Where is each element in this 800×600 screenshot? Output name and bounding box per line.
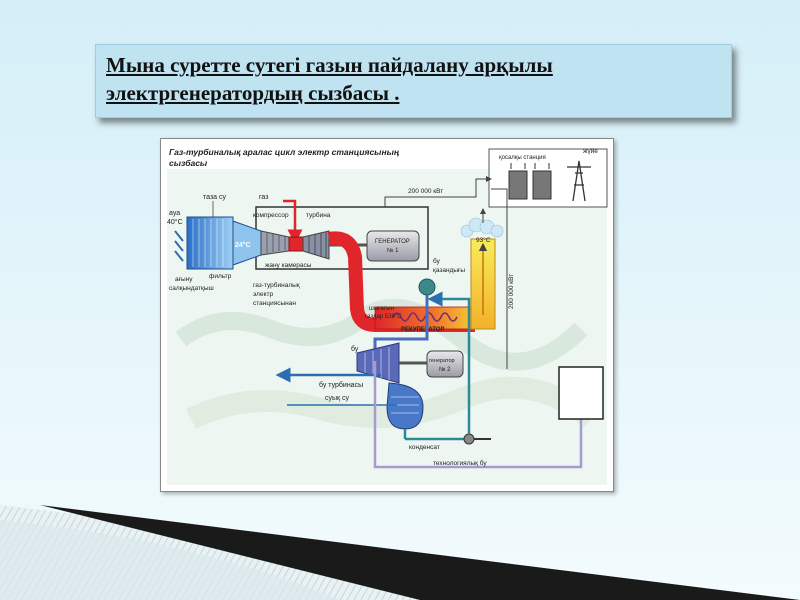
label-gaz: газ (259, 194, 268, 201)
label-kosalky: қосалқы станция (499, 155, 546, 161)
label-regenerator: РЕКУПЕРАТОР (401, 327, 445, 333)
label-generator-1: ГЕНЕРАТОР (375, 239, 410, 245)
power-line-2 (491, 188, 508, 369)
steam-cloud-icon (460, 217, 504, 238)
condenser-icon (386, 382, 424, 430)
label-juie: жүйе (583, 147, 598, 155)
label-aua-temp: 40°C (167, 218, 183, 226)
label-aua: ауа (169, 210, 180, 217)
diagram-heading-line-2: сызбасы (169, 158, 208, 168)
label-generator-2-no: № 2 (439, 366, 451, 373)
label-generator-1-no: № 1 (387, 247, 399, 254)
recuperator-coil (392, 312, 458, 322)
label-gtes-3: станциясынан (253, 300, 296, 307)
label-generator-2: генератор (429, 358, 455, 364)
label-bu-turbinasy: бу турбинасы (319, 381, 363, 389)
steam-turbine-icon (356, 342, 400, 384)
label-janu-kamerasy: жану камерасы (265, 262, 312, 269)
label-bu-top: бу (433, 257, 441, 265)
label-power-right: 200 000 кВт (508, 274, 515, 309)
transformer-2 (532, 170, 552, 200)
label-power-top: 200 000 кВт (408, 188, 443, 195)
feed-water-line (427, 291, 471, 434)
label-gtes-1: газ-турбиналық (253, 281, 300, 289)
generator-1 (366, 230, 420, 262)
label-filtr: фильтр (209, 273, 232, 280)
label-salkyndatkysh: салқындатқыш (169, 285, 214, 292)
generator-2 (426, 350, 464, 378)
label-gtes-2: электр (253, 291, 273, 298)
label-tekhnologiyalyk-bu: технологиялық бу (433, 459, 487, 467)
label-temp-24: 24°C (235, 241, 251, 249)
label-bu: бу (351, 345, 359, 353)
power-plant-diagram: Газ-турбиналық аралас цикл электр станци… (160, 138, 614, 492)
label-gazdar-1: шығатын (369, 306, 394, 312)
slide-title-box: Мына суретте сутегі газын пайдалану арқы… (95, 44, 732, 118)
pylon-icon (567, 160, 591, 202)
label-taza-su: таза су (203, 194, 226, 201)
diagram-heading-line-1: Газ-турбиналық аралас цикл электр станци… (169, 147, 399, 157)
gas-inlet-pipe (283, 199, 303, 245)
label-agyny: ағыну (175, 276, 193, 283)
diagram-canvas: Газ-турбиналық аралас цикл электр станци… (167, 147, 608, 485)
slide-title-line-2: электргенератордың сызбасы . (106, 81, 400, 105)
combustion-chamber (288, 236, 304, 252)
label-gazdar-2: газдар 538°С (365, 314, 402, 320)
label-kompressor: компрессор (253, 212, 289, 219)
transformer-1 (508, 170, 528, 200)
label-kondensat: конденсат (409, 444, 440, 451)
pump-icon (463, 433, 475, 445)
power-line-1 (384, 176, 492, 207)
label-kazandygy: қазандығы (433, 267, 465, 274)
label-suyk-su: суық су (325, 395, 350, 402)
gas-turbine-icon (302, 230, 330, 260)
slide-title-line-1: Мына суретте сутегі газын пайдалану арқы… (106, 53, 553, 77)
air-intake-arrows (174, 230, 184, 262)
air-filter-cooler (186, 216, 234, 270)
label-temp-93: 93°C (476, 236, 491, 244)
consumer-box (558, 366, 604, 420)
steam-boiler (418, 278, 436, 296)
label-turbina: турбина (306, 211, 331, 219)
exhaust-duct-hot (327, 231, 475, 332)
